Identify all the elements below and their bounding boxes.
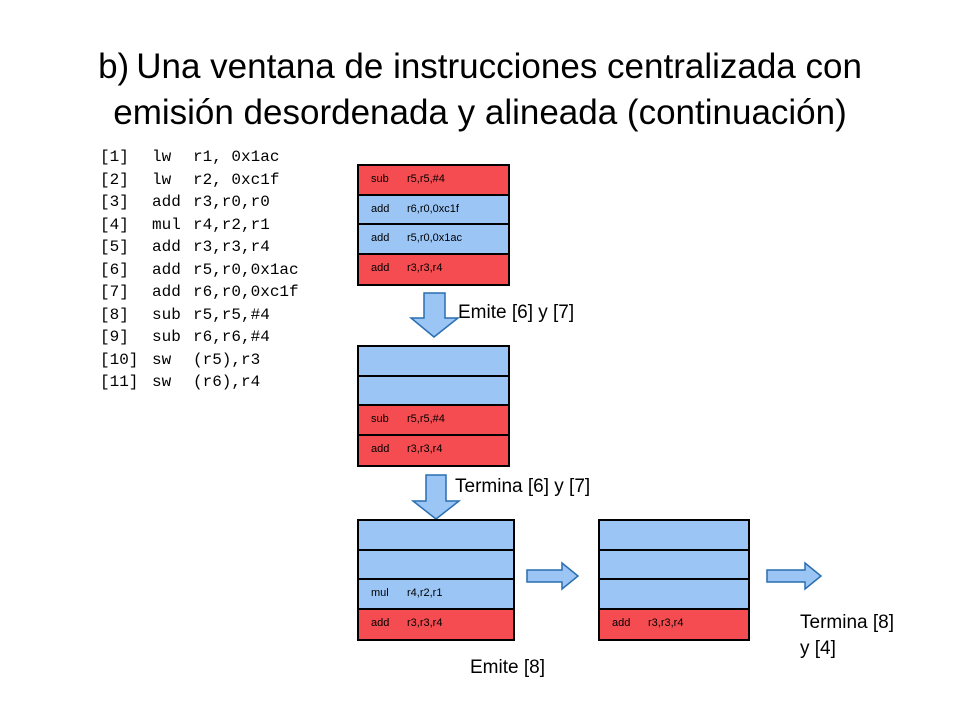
window-slot: add r6,r0,0xc1f — [359, 195, 508, 225]
slot-operands: r5,r0,0x1ac — [407, 232, 463, 244]
instruction-number: [5] — [100, 238, 129, 256]
window-slot — [359, 550, 513, 580]
instruction-operands: r2, 0xc1f — [193, 170, 280, 189]
instruction-opcode: add — [152, 283, 181, 301]
title-line-2: emisión desordenada y alineada (continua… — [113, 93, 847, 132]
instruction-row: [1] lw r1, 0x1ac — [100, 146, 299, 169]
slot-mnemonic: add — [612, 616, 631, 629]
slot-mnemonic: mul — [371, 587, 389, 599]
instruction-opcode: sub — [152, 328, 181, 346]
instruction-opcode: add — [152, 193, 181, 211]
instruction-row: [8] sub r5,r5,#4 — [100, 304, 299, 327]
slot-operands: r3,r3,r4 — [407, 442, 443, 455]
slot-mnemonic: sub — [371, 413, 389, 425]
window-slot — [600, 550, 748, 580]
title-marker: b) — [98, 47, 130, 86]
title-line-1: b) Una ventana de instrucciones centrali… — [0, 44, 960, 90]
slot-mnemonic: add — [371, 232, 390, 244]
window-slot: add r3,r3,r4 — [359, 435, 508, 465]
instruction-row: [6] add r5,r0,0x1ac — [100, 259, 299, 282]
slot-mnemonic: add — [371, 616, 390, 629]
instruction-row: [5] add r3,r3,r4 — [100, 236, 299, 259]
right-arrow-icon-2 — [766, 561, 823, 591]
instruction-operands: r4,r2,r1 — [193, 215, 270, 234]
slot-operands: r4,r2,r1 — [407, 587, 443, 599]
window-slot: add r3,r3,r4 — [359, 609, 513, 639]
instruction-opcode: add — [152, 238, 181, 256]
window-state-3: mul r4,r2,r1 add r3,r3,r4 — [357, 519, 515, 641]
down-arrow-icon-1 — [408, 292, 461, 338]
instruction-row: [9] sub r6,r6,#4 — [100, 326, 299, 349]
window-slot: add r3,r3,r4 — [600, 609, 748, 639]
title-line-1-text: Una ventana de instrucciones centralizad… — [136, 47, 862, 86]
instruction-row: [7] add r6,r0,0xc1f — [100, 281, 299, 304]
instruction-row: [10] sw (r5),r3 — [100, 349, 299, 372]
slot-operands: r6,r0,0xc1f — [407, 202, 459, 215]
window-slot — [359, 521, 513, 551]
slot-mnemonic: add — [371, 202, 390, 215]
instruction-operands: r1, 0x1ac — [193, 148, 280, 166]
slot-operands: r3,r3,r4 — [407, 261, 443, 274]
window-slot — [600, 521, 748, 551]
slide-title: b) Una ventana de instrucciones centrali… — [0, 44, 960, 136]
window-slot: sub r5,r5,#4 — [359, 166, 508, 196]
slot-operands: r5,r5,#4 — [407, 173, 445, 185]
instruction-operands: r6,r0,0xc1f — [193, 283, 299, 301]
instruction-number: [2] — [100, 170, 129, 189]
instruction-opcode: sub — [152, 305, 181, 324]
slot-mnemonic: add — [371, 442, 390, 455]
slot-operands: r3,r3,r4 — [407, 616, 443, 629]
window-slot: sub r5,r5,#4 — [359, 406, 508, 436]
instruction-number: [7] — [100, 283, 129, 301]
instruction-number: [4] — [100, 215, 129, 234]
instruction-operands: r6,r6,#4 — [193, 328, 270, 346]
label-emite-8: Emite [8] — [470, 657, 545, 678]
instruction-row: [2] lw r2, 0xc1f — [100, 169, 299, 192]
instruction-opcode: lw — [152, 148, 172, 166]
instruction-operands: (r6),r4 — [193, 373, 261, 391]
window-slot — [359, 376, 508, 406]
window-state-2: sub r5,r5,#4 add r3,r3,r4 — [357, 345, 510, 467]
label-termina-8-line-1: Termina [8] — [800, 612, 894, 633]
label-termina-8-line-2: y [4] — [800, 638, 836, 659]
instruction-opcode: lw — [152, 170, 172, 189]
instruction-number: [11] — [100, 373, 139, 391]
window-slot: mul r4,r2,r1 — [359, 580, 513, 610]
slot-operands: r5,r5,#4 — [407, 413, 445, 425]
window-state-4: add r3,r3,r4 — [598, 519, 750, 641]
instruction-number: [10] — [100, 350, 139, 369]
instruction-row: [3] add r3,r0,r0 — [100, 191, 299, 214]
instruction-number: [1] — [100, 148, 129, 166]
slot-mnemonic: sub — [371, 173, 389, 185]
instruction-operands: r5,r5,#4 — [193, 305, 270, 324]
instruction-row: [11] sw (r6),r4 — [100, 371, 299, 394]
window-slot: add r3,r3,r4 — [359, 254, 508, 284]
label-emite-6-7: Emite [6] y [7] — [458, 302, 575, 323]
instruction-number: [6] — [100, 260, 129, 279]
instruction-operands: r3,r0,r0 — [193, 193, 270, 211]
instruction-listing: [1] lw r1, 0x1ac [2] lw r2, 0xc1f [3] add r3,r0,… — [100, 146, 299, 394]
down-arrow-icon-2 — [410, 474, 462, 520]
window-slot: add r5,r0,0x1ac — [359, 225, 508, 255]
instruction-operands: r5,r0,0x1ac — [193, 260, 299, 279]
instruction-opcode: sw — [152, 350, 172, 369]
slot-operands: r3,r3,r4 — [648, 616, 684, 629]
instruction-operands: r3,r3,r4 — [193, 238, 270, 256]
instruction-opcode: add — [152, 260, 181, 279]
instruction-number: [3] — [100, 193, 129, 211]
instruction-row: [4] mul r4,r2,r1 — [100, 214, 299, 237]
window-slot — [600, 580, 748, 610]
instruction-opcode: sw — [152, 373, 172, 391]
right-arrow-icon-1 — [526, 561, 580, 591]
instruction-opcode: mul — [152, 215, 181, 234]
window-slot — [359, 347, 508, 377]
instruction-number: [8] — [100, 305, 129, 324]
instruction-operands: (r5),r3 — [193, 350, 261, 369]
label-termina-6-7: Termina [6] y [7] — [455, 476, 591, 497]
instruction-number: [9] — [100, 328, 129, 346]
slot-mnemonic: add — [371, 261, 390, 274]
